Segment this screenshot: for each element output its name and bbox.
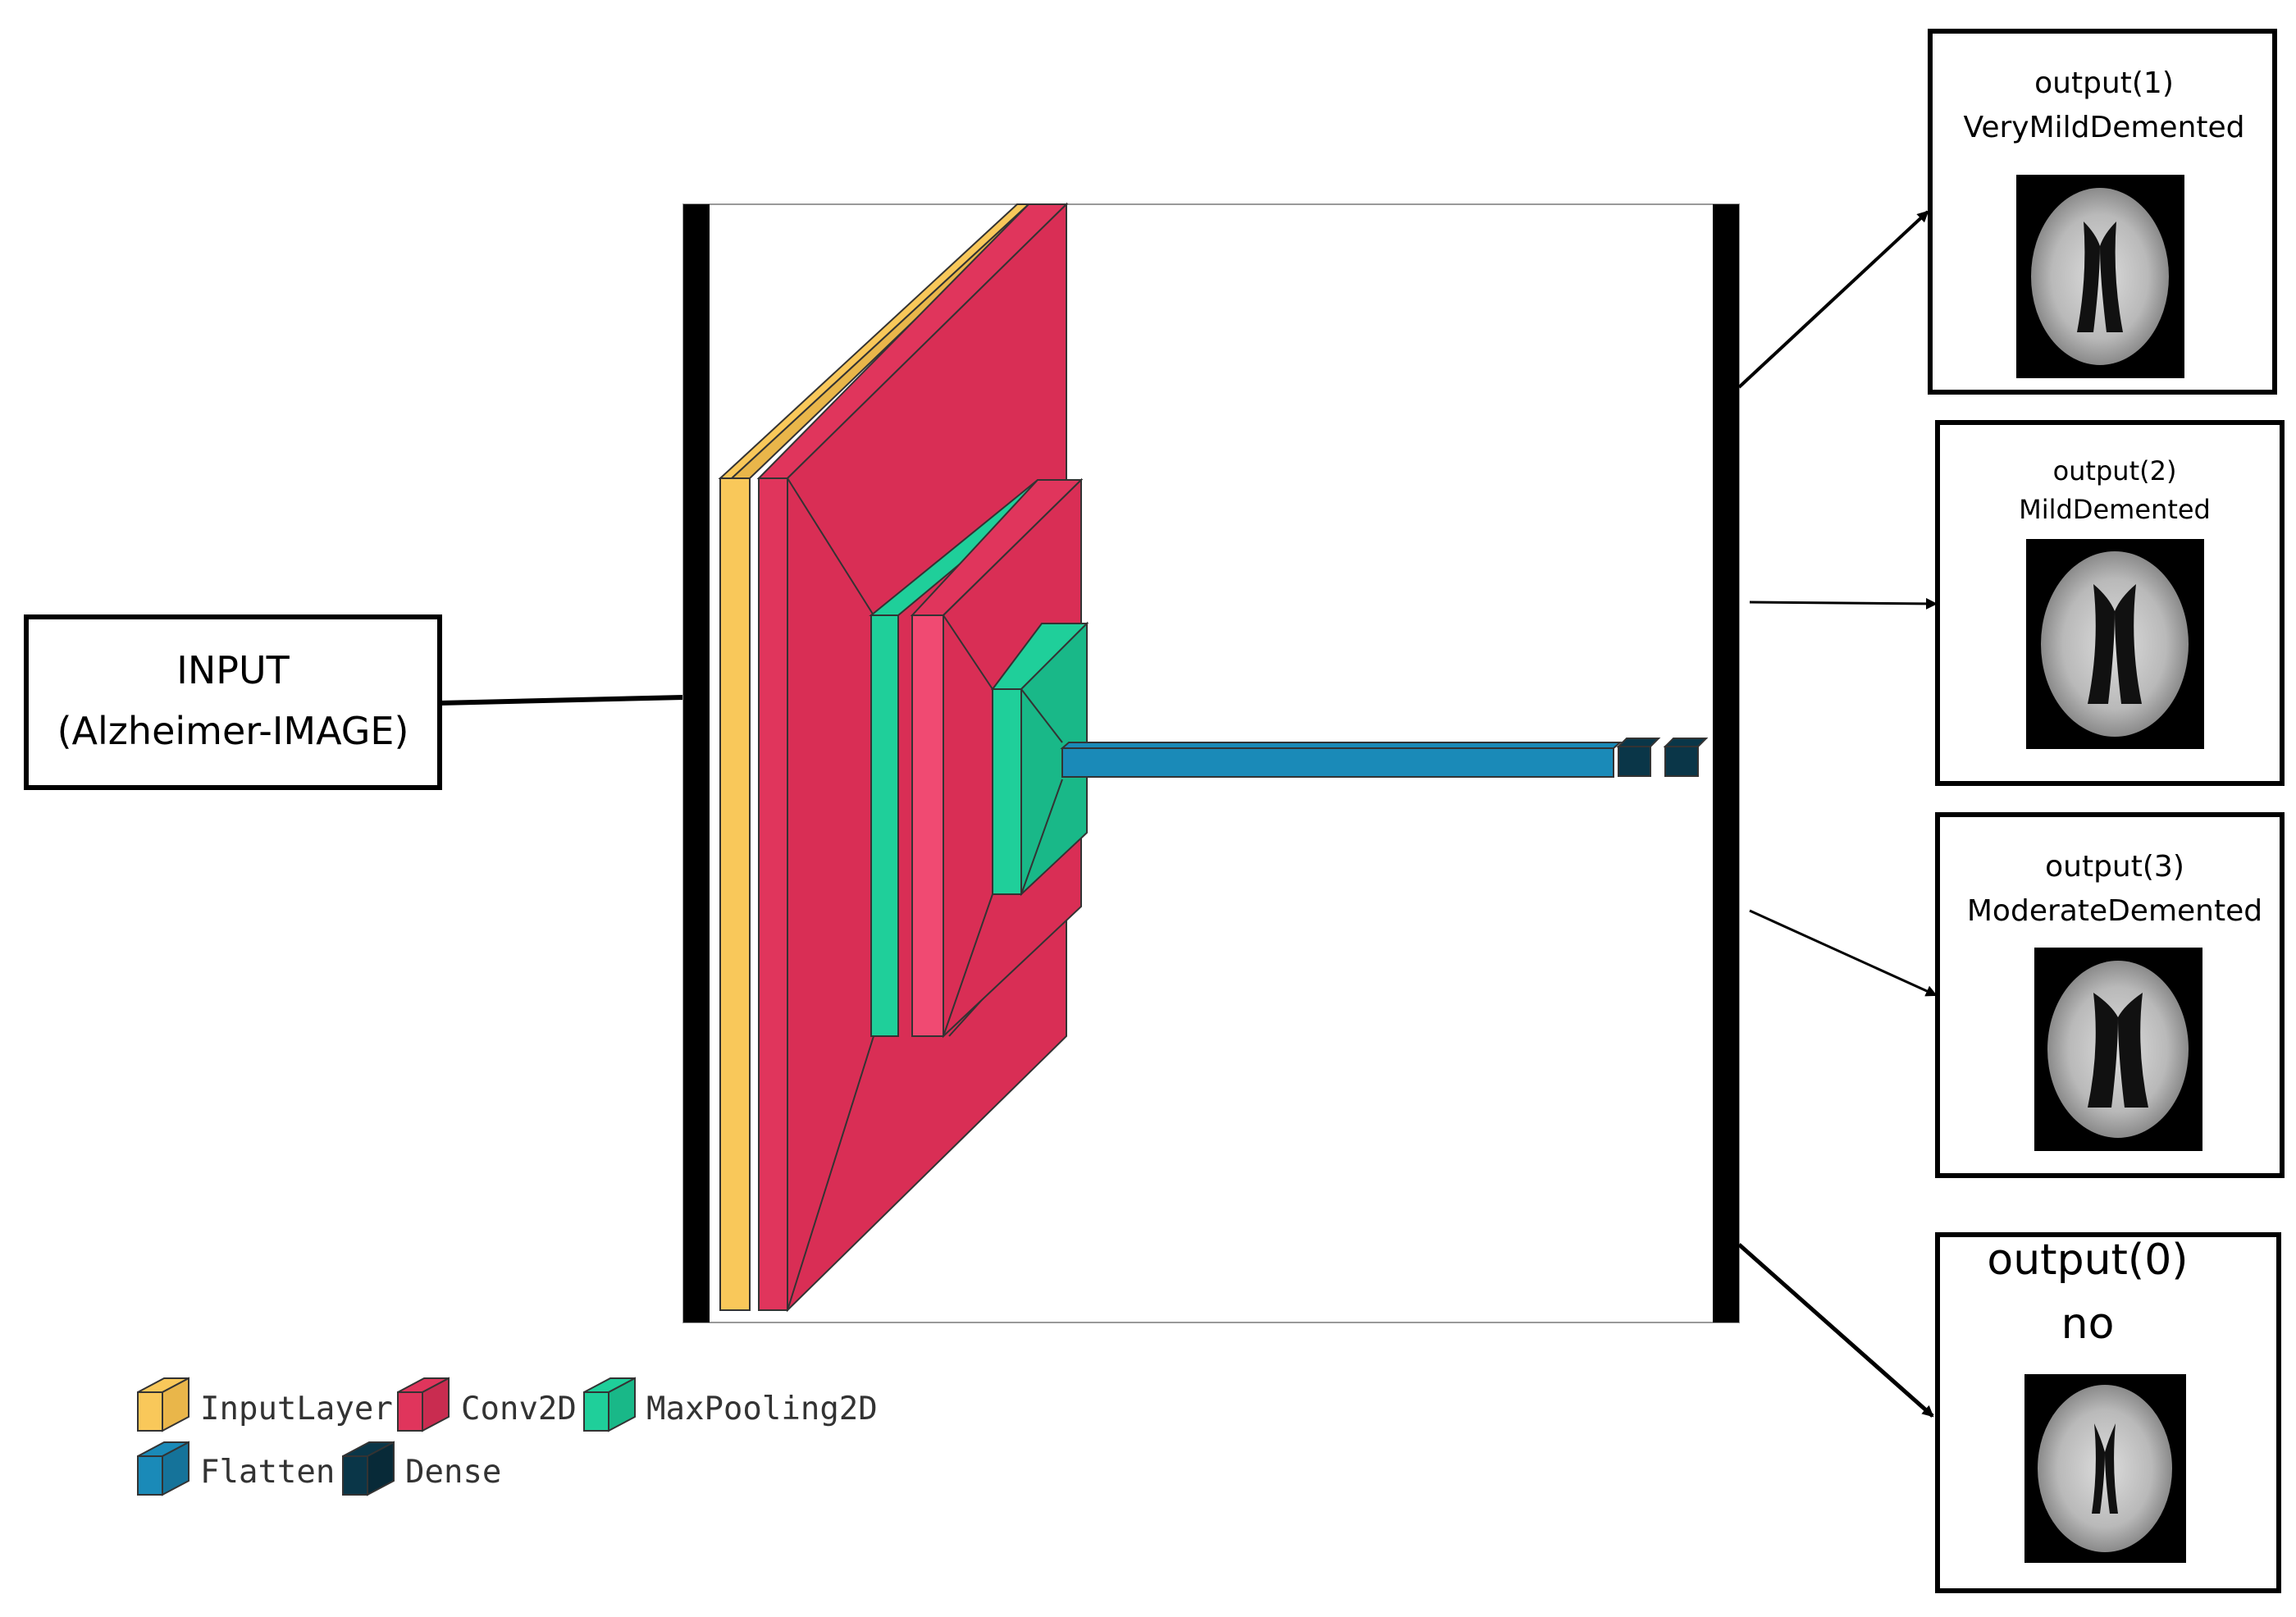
output-2-class: MildDemented <box>2019 494 2211 525</box>
arrow-to-output-0 <box>1737 1243 1934 1418</box>
flatten-top-face <box>1060 742 1623 749</box>
dense-block-1 <box>1618 746 1651 777</box>
flatten-front-face <box>1061 747 1614 778</box>
legend-item-dense: Dense <box>342 1441 501 1496</box>
output-1-label: output(1) <box>2034 66 2174 100</box>
legend-swatch-dense <box>342 1441 395 1496</box>
arrow-to-output-1 <box>1737 210 1929 389</box>
arrow-to-output-3 <box>1749 909 1938 997</box>
legend-label-inputlayer: InputLayer <box>200 1391 393 1427</box>
maxpool2-front-face <box>992 688 1022 895</box>
dense-block-2 <box>1664 746 1699 777</box>
legend-label-flatten: Flatten <box>200 1454 335 1491</box>
output-0-mri-image <box>2024 1374 2186 1563</box>
output-3-mri-image <box>2034 948 2202 1151</box>
output-1-class: VeryMildDemented <box>1963 111 2244 144</box>
legend-swatch-conv2d <box>397 1377 450 1432</box>
maxpool1-front-face <box>870 614 899 1037</box>
output-2-label: output(2) <box>2053 455 2177 486</box>
conv2d-large-thin-front <box>758 477 788 1311</box>
arrow-to-output-2 <box>1749 597 1938 610</box>
maxpool2-side-face <box>1020 621 1088 897</box>
legend-item-inputlayer: InputLayer <box>137 1377 393 1432</box>
output-box-0: output(0) no <box>1935 1232 2281 1593</box>
legend-label-maxpooling2d: MaxPooling2D <box>646 1391 878 1427</box>
layer-dense <box>1616 738 1709 777</box>
output-3-label: output(3) <box>2045 850 2184 884</box>
inputlayer-front-face <box>719 477 751 1311</box>
legend-item-flatten: Flatten <box>137 1441 335 1496</box>
model-frame-right-bar <box>1713 204 1739 1322</box>
legend-swatch-maxpooling2d <box>583 1377 636 1432</box>
layer-inputlayer <box>718 203 1038 1311</box>
output-box-3: output(3) ModerateDemented <box>1935 812 2285 1178</box>
output-box-1: output(1) VeryMildDemented <box>1928 29 2277 395</box>
output-3-class: ModerateDemented <box>1967 894 2262 928</box>
input-box: INPUT (Alzheimer-IMAGE) <box>24 614 442 790</box>
output-box-2: output(2) MildDemented <box>1935 420 2285 786</box>
output-2-mri-image <box>2026 539 2204 749</box>
dense-block-2-top <box>1663 738 1709 747</box>
output-0-class: no <box>2061 1300 2115 1349</box>
input-box-subtitle: (Alzheimer-IMAGE) <box>57 709 409 753</box>
legend-swatch-inputlayer <box>137 1377 189 1432</box>
legend-item-maxpooling2d: MaxPooling2D <box>583 1377 878 1432</box>
output-0-label: output(0) <box>1987 1236 2188 1285</box>
legend-item-conv2d: Conv2D <box>397 1377 577 1432</box>
input-box-title: INPUT <box>176 648 290 692</box>
legend: InputLayer Conv2D MaxPooling2D <box>137 1377 878 1496</box>
legend-swatch-flatten <box>137 1441 189 1496</box>
dense-block-1-top <box>1616 738 1661 747</box>
input-connector-line <box>439 695 684 706</box>
legend-label-dense: Dense <box>405 1454 501 1491</box>
layer-maxpooling2d-2 <box>991 621 1089 897</box>
layer-flatten <box>1060 742 1623 778</box>
output-1-mri-image <box>2016 175 2184 378</box>
conv2d-small-front-face <box>911 614 944 1037</box>
legend-label-conv2d: Conv2D <box>461 1391 577 1427</box>
model-frame-left-bar <box>683 204 710 1322</box>
